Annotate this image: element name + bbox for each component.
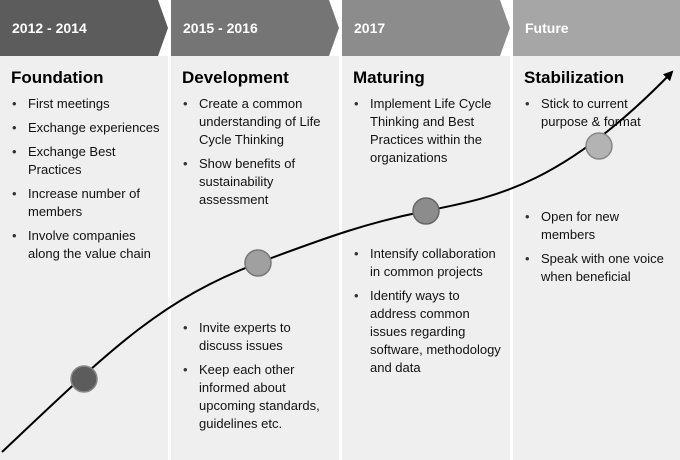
- bullet-list-foundation: First meetingsExchange experiencesExchan…: [10, 95, 160, 269]
- period-header-3: 2017: [342, 0, 510, 56]
- bullet-list-maturing-lower: Intensify collaboration in common projec…: [352, 245, 502, 383]
- bullet-item: First meetings: [10, 95, 160, 113]
- phase-title-stabilization: Stabilization: [524, 68, 625, 87]
- phase-title-maturing: Maturing: [353, 68, 425, 87]
- period-header-1: 2012 - 2014: [0, 0, 168, 56]
- bullet-item: Invite experts to discuss issues: [181, 319, 331, 355]
- bullet-item: Open for new members: [523, 208, 673, 244]
- bullet-item: Identify ways to address common issues r…: [352, 287, 502, 377]
- milestone-stabilization: [585, 132, 613, 160]
- period-header-2: 2015 - 2016: [171, 0, 339, 56]
- period-label: Future: [525, 20, 569, 36]
- period-label: 2012 - 2014: [12, 20, 87, 36]
- growth-curve-line: [1, 70, 674, 453]
- bullet-item: Exchange Best Practices: [10, 143, 160, 179]
- bullet-item: Exchange experiences: [10, 119, 160, 137]
- milestone-maturing: [412, 197, 440, 225]
- bullet-list-development-upper: Create a common understanding of Life Cy…: [181, 95, 331, 215]
- bullet-list-maturing-upper: Implement Life Cycle Thinking and Best P…: [352, 95, 502, 173]
- period-label: 2015 - 2016: [183, 20, 258, 36]
- bullet-item: Implement Life Cycle Thinking and Best P…: [352, 95, 502, 167]
- bullet-item: Increase number of members: [10, 185, 160, 221]
- bullet-item: Keep each other informed about upcoming …: [181, 361, 331, 433]
- phase-title-development: Development: [182, 68, 289, 87]
- period-label: 2017: [354, 20, 386, 36]
- bullet-item: Speak with one voice when beneficial: [523, 250, 673, 286]
- period-header-4: Future: [513, 0, 680, 56]
- bullet-list-stabilization-lower: Open for new membersSpeak with one voice…: [523, 208, 673, 292]
- milestone-development: [244, 249, 272, 277]
- bullet-list-development-lower: Invite experts to discuss issuesKeep eac…: [181, 319, 331, 439]
- phase-title-foundation: Foundation: [11, 68, 104, 87]
- bullet-item: Create a common understanding of Life Cy…: [181, 95, 331, 149]
- bullet-item: Involve companies along the value chain: [10, 227, 160, 263]
- bullet-item: Intensify collaboration in common projec…: [352, 245, 502, 281]
- bullet-item: Show benefits of sustainability assessme…: [181, 155, 331, 209]
- milestone-foundation: [70, 365, 98, 393]
